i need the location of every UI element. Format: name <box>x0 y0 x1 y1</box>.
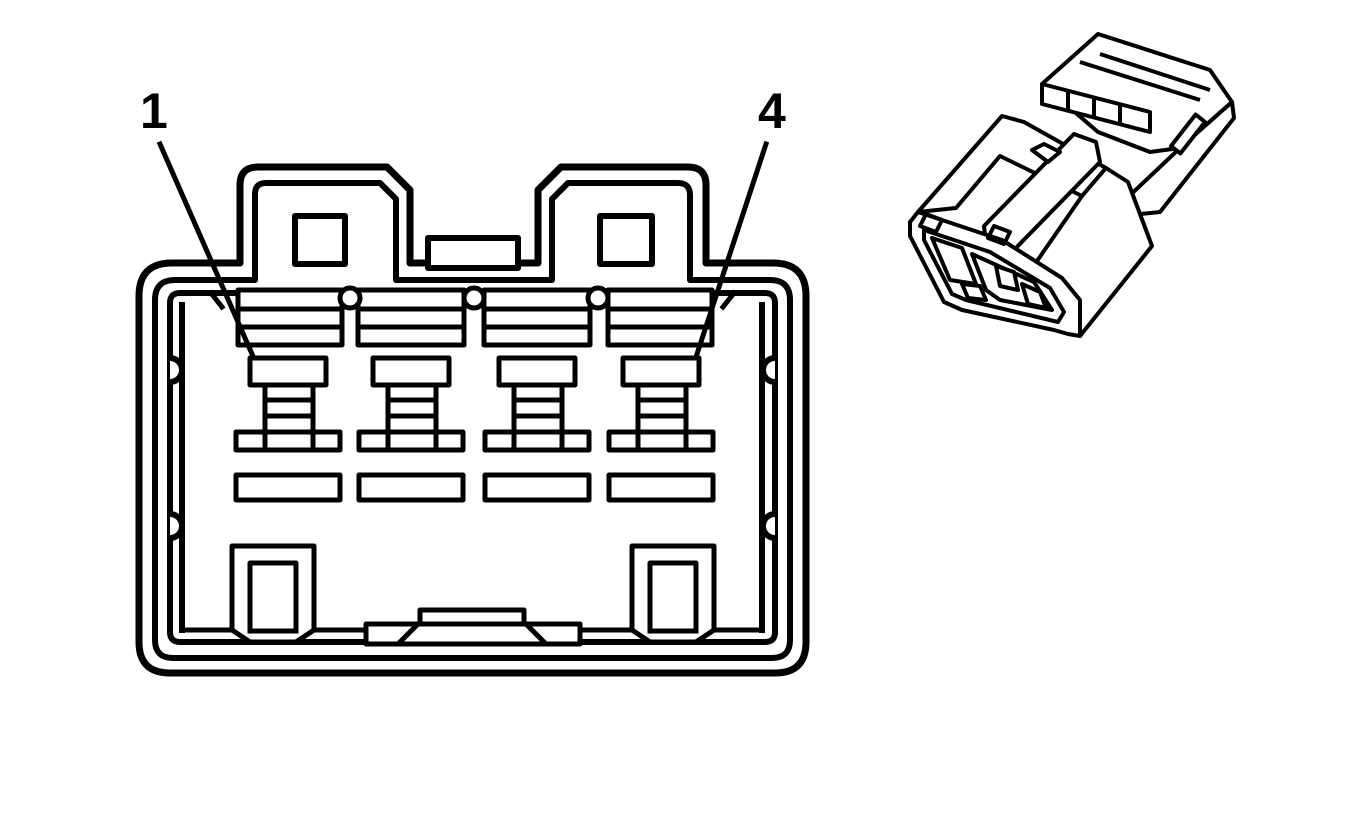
connector-face-view <box>135 140 810 677</box>
terminal-3 <box>482 355 592 503</box>
left-notch-upper <box>166 354 185 386</box>
terminal-2 <box>356 355 466 503</box>
front-face-terminal-1 <box>960 282 988 302</box>
rear-body-slot <box>1168 112 1208 156</box>
top-slots <box>235 287 715 348</box>
leader-line-pin-4 <box>693 140 770 358</box>
slot-bump-1 <box>337 285 363 311</box>
right-notch-lower <box>760 510 779 542</box>
right-notch-upper <box>760 354 779 386</box>
pin-label-4: 4 <box>758 83 786 139</box>
rear-body-ridge <box>1079 52 1211 102</box>
bottom-latch-left <box>229 543 317 645</box>
terminal-4 <box>606 355 716 503</box>
housing-outer-outline <box>135 163 810 677</box>
slot-divider-left <box>207 289 226 311</box>
top-slot-3 <box>481 287 593 348</box>
terminal-1 <box>233 355 343 503</box>
front-face-terminal-3 <box>1020 282 1048 310</box>
latch-window-right <box>597 213 655 267</box>
connector-isometric-view <box>908 32 1236 338</box>
front-face-terminal-2 <box>994 264 1020 292</box>
latch-window-left <box>292 213 348 267</box>
pin-label-1: 1 <box>140 83 168 139</box>
top-slot-2 <box>355 287 467 348</box>
top-slot-1 <box>235 287 345 348</box>
housing-inner-outline <box>152 180 793 661</box>
slot-divider-right <box>719 289 738 311</box>
top-key <box>425 235 521 271</box>
left-notch-lower <box>166 510 185 542</box>
top-ribbing-lines <box>1066 92 1122 124</box>
slot-bump-2 <box>461 285 487 311</box>
housing-cavity <box>167 290 778 645</box>
front-face-corner-marks <box>918 212 1012 246</box>
bottom-key <box>363 607 583 647</box>
slot-bump-3 <box>585 285 611 311</box>
leader-line-pin-1 <box>156 140 256 358</box>
top-slot-4 <box>605 287 715 348</box>
front-latch-tab <box>1030 142 1062 164</box>
bottom-latch-right <box>629 543 717 645</box>
